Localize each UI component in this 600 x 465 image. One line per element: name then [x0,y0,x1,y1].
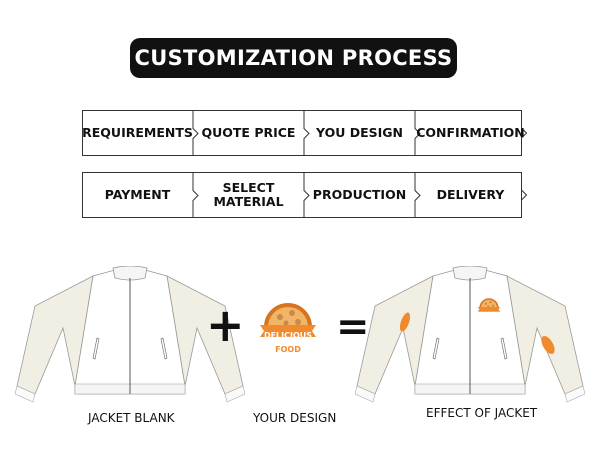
effect-of-jacket-label: EFFECT OF JACKET [426,406,538,420]
step-delivery: DELIVERY [436,187,505,202]
jacket-effect-image [355,266,585,403]
plus-sign: + [206,298,245,352]
step-you-design: YOU DESIGN [315,125,404,140]
your-design-label: YOUR DESIGN [253,411,337,425]
logo-text-delicious: DELICIOUS [264,331,312,340]
page-title: CUSTOMIZATION PROCESS [130,38,457,78]
logo-image: DELICIOUS FOOD [258,303,318,354]
equals-sign: = [336,304,370,350]
process-row-2: PAYMENT SELECT MATERIAL PRODUCTION DELIV… [82,172,528,218]
sleeve-logo-left [399,312,411,332]
step-quote-price: QUOTE PRICE [201,125,296,140]
step-confirmation: CONFIRMATION [416,125,525,140]
jacket-blank-label: JACKET BLANK [88,411,175,425]
logo-text-food: FOOD [275,345,301,354]
process-row-1-frame [82,110,528,156]
step-production: PRODUCTION [312,187,407,202]
process-row-1: REQUIREMENTS QUOTE PRICE YOU DESIGN CONF… [82,110,528,156]
process-row-2-frame [82,172,528,218]
sleeve-logo-right [541,335,555,355]
step-payment: PAYMENT [104,187,171,202]
step-requirements: REQUIREMENTS [82,125,193,140]
step-select-material: SELECT MATERIAL [213,180,284,209]
